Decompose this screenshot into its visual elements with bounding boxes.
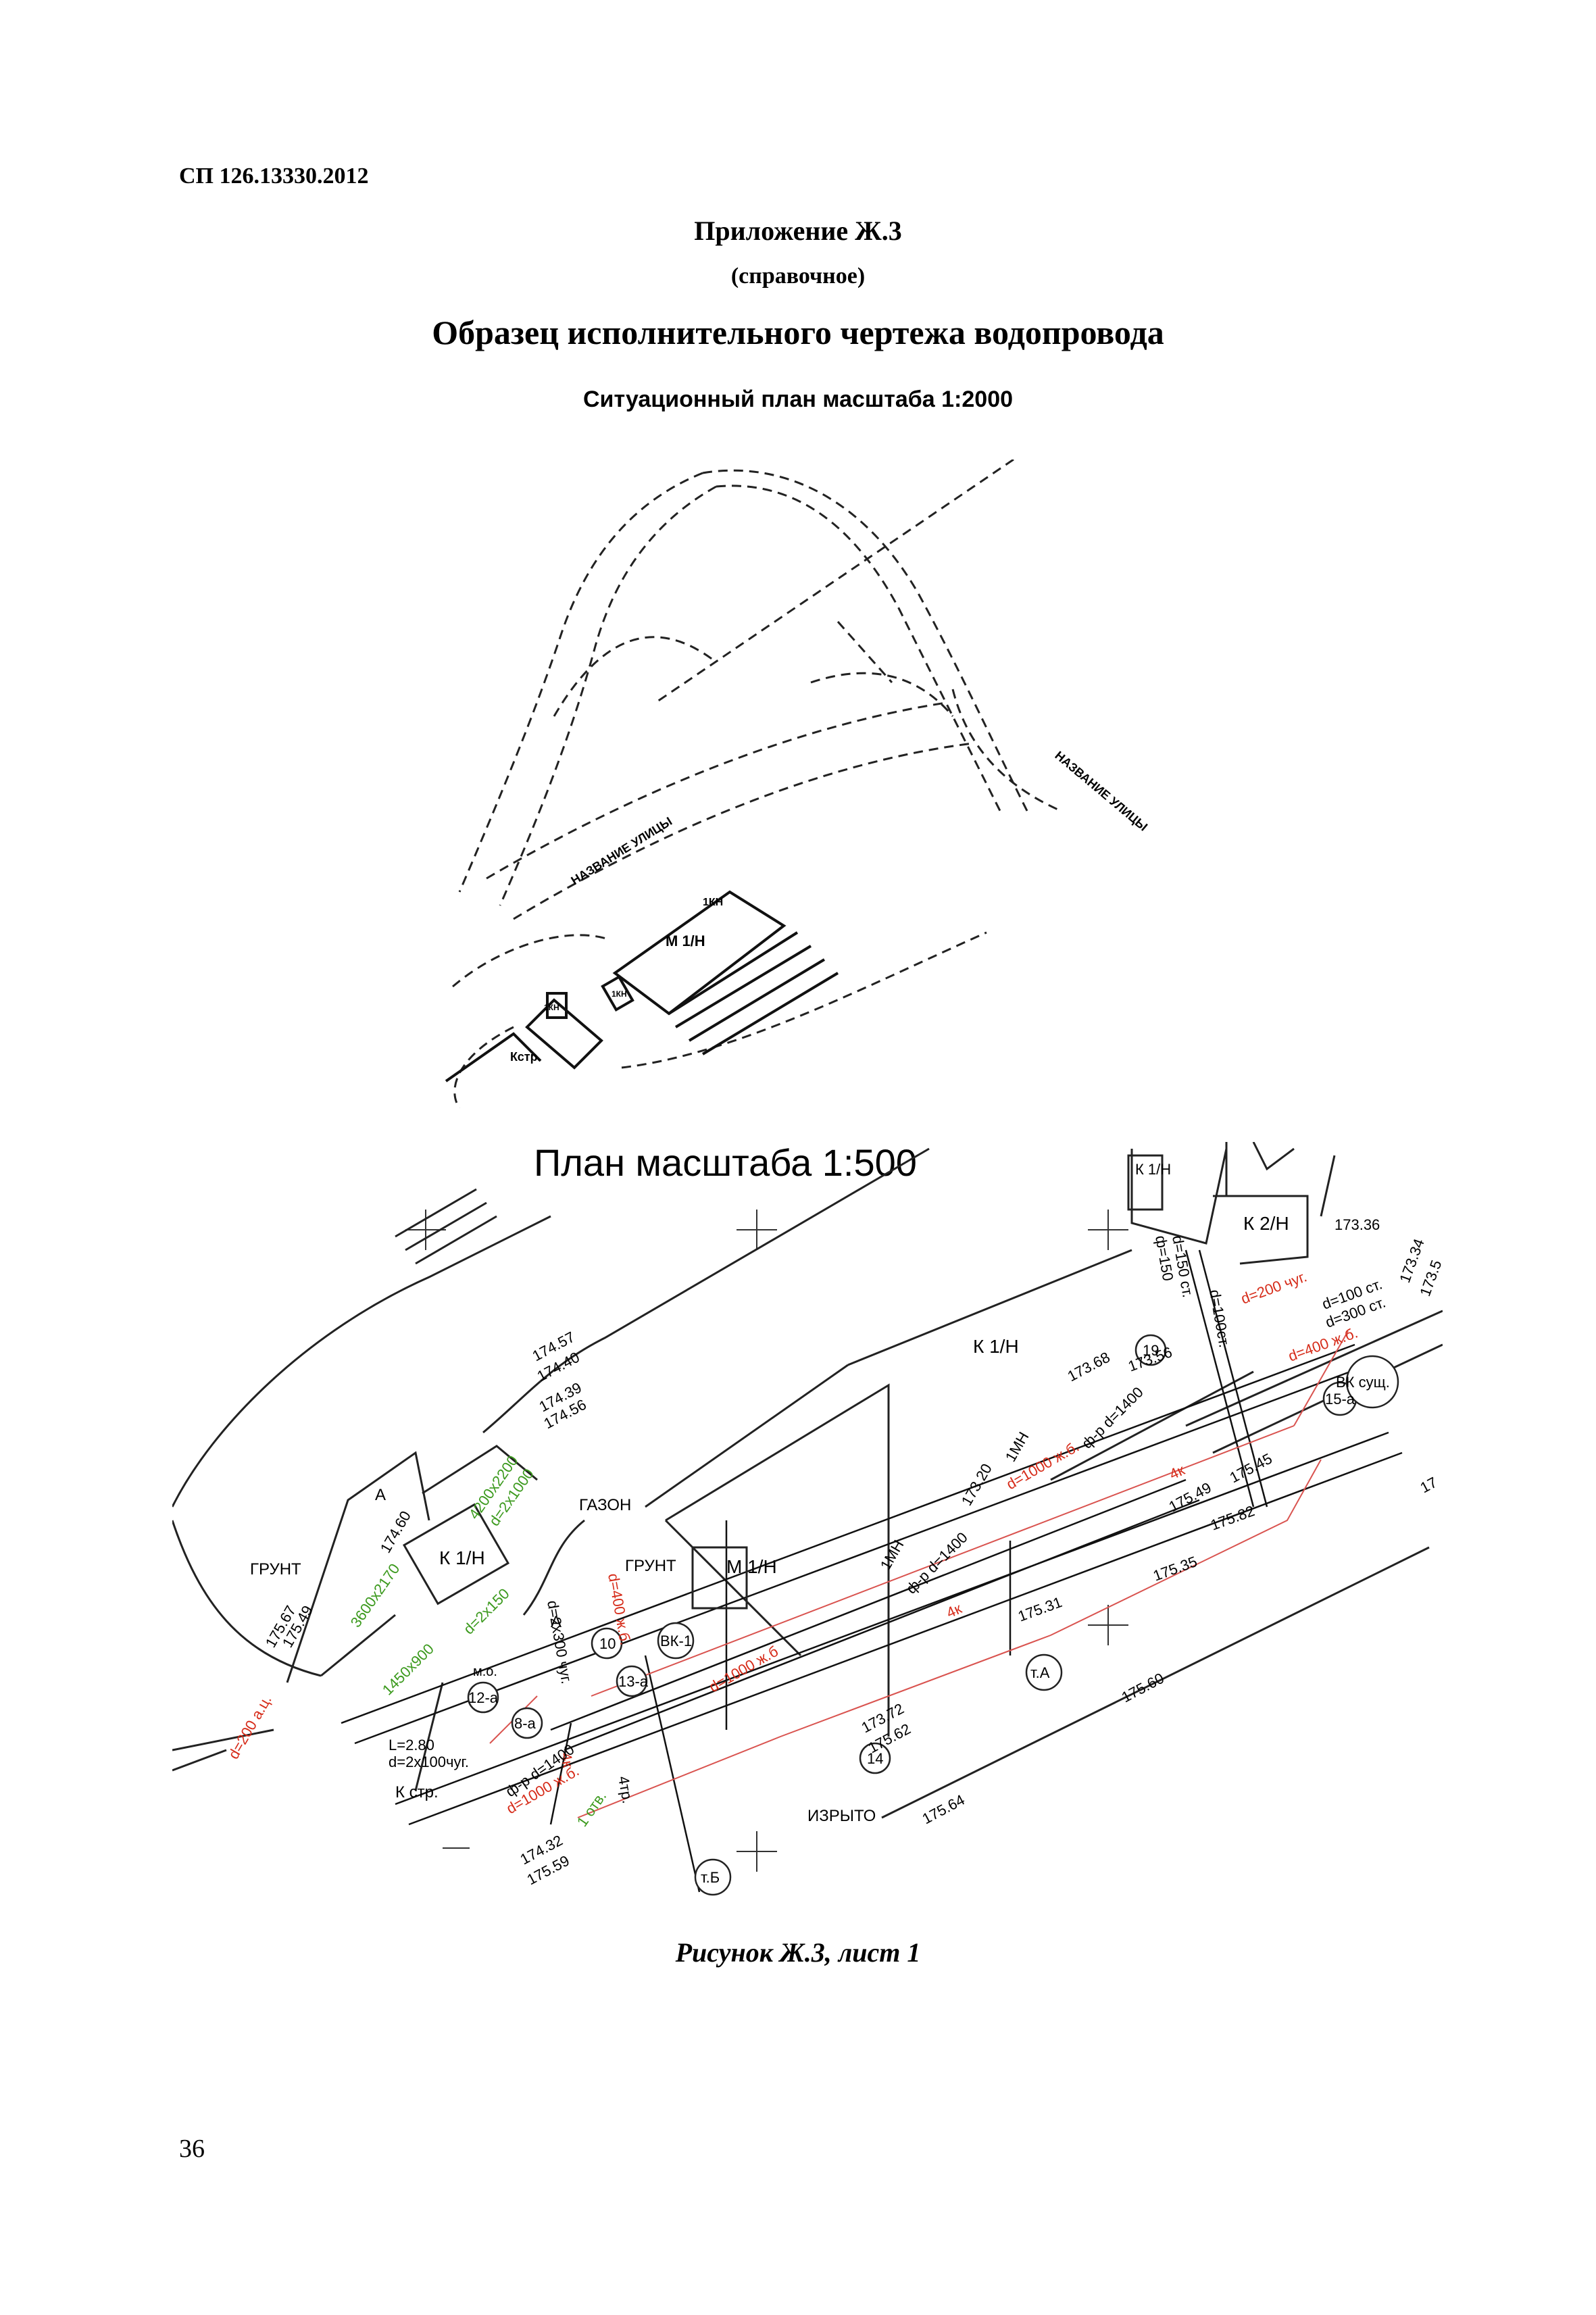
area-grunt-center: ГРУНТ <box>625 1557 676 1575</box>
street-label-2: НАЗВАНИЕ УЛИЦЫ <box>1052 749 1150 834</box>
building-k1-big: К 1/Н <box>973 1336 1019 1357</box>
well-14: 14 <box>867 1750 883 1767</box>
pipe-label: 1МН <box>1002 1429 1032 1465</box>
elevation: 173.5 <box>1416 1258 1443 1298</box>
detail-plan-drawing: 10 ВК-1 13-а 12-а 8-а 14 19 15-а ВК сущ.… <box>172 1142 1443 1896</box>
elevation: 175.60 <box>1119 1670 1167 1706</box>
figure-caption: Рисунок Ж.3, лист 1 <box>675 1937 921 1968</box>
building-m1: М 1/Н <box>726 1556 777 1577</box>
area-mo: м.о. <box>473 1664 497 1679</box>
elevation: 173.20 <box>958 1461 995 1509</box>
area-izryto: ИЗРЫТО <box>807 1807 876 1825</box>
green-note: 1 отв. <box>574 1788 610 1830</box>
well-12a: 12-а <box>468 1689 499 1706</box>
elevation: 175.31 <box>1016 1593 1064 1625</box>
page-title: Образец исполнительного чертежа водопров… <box>432 314 1164 351</box>
pipe-label: ф-р d=1400 <box>1078 1384 1147 1452</box>
building-k1-top: К 1/Н <box>1135 1161 1171 1178</box>
appendix-title: Приложение Ж.3 <box>694 216 902 246</box>
elevation: 175.82 <box>1208 1502 1257 1534</box>
situation-box-label-2: 1КН <box>612 989 627 999</box>
red-diameter: d=200 а.ц. <box>225 1692 275 1762</box>
well-vk-sush: ВК сущ. <box>1336 1374 1390 1391</box>
pipe-label: L=2.80 <box>389 1737 434 1753</box>
elevation: 175.45 <box>1227 1450 1275 1487</box>
well-13a: 13-а <box>618 1673 649 1690</box>
pipe-label: d=2х300 чуг. <box>544 1599 575 1686</box>
red-diameter: d=200 чуг. <box>1239 1268 1309 1307</box>
situation-building-label: М 1/Н <box>666 932 705 949</box>
area-gazon: ГАЗОН <box>579 1496 631 1514</box>
detail-plan-title: План масштаба 1:500 <box>534 1141 917 1184</box>
pipe-label: ф-р d=1400 <box>903 1529 971 1597</box>
appendix-reference-note: (справочное) <box>730 264 866 289</box>
well-19: 19 <box>1143 1342 1159 1359</box>
area-kstr: К стр. <box>395 1783 439 1801</box>
pipe-label: 4тр. <box>615 1775 637 1805</box>
pipe-label: 1МН <box>877 1537 907 1573</box>
well-10: 10 <box>599 1635 616 1652</box>
document-code: СП 126.13330.2012 <box>179 164 369 189</box>
elevation: 173.36 <box>1335 1216 1380 1233</box>
elevation: 174.60 <box>377 1508 414 1556</box>
point-tb: т.Б <box>701 1869 720 1886</box>
well-vk1: ВК-1 <box>660 1633 692 1649</box>
situation-kstr-label: Кстр. <box>510 1050 541 1064</box>
elevation: 173.68 <box>1065 1349 1113 1385</box>
situation-box-label-1: 1КН <box>544 1003 559 1012</box>
well-8a: 8-а <box>514 1715 537 1732</box>
area-grunt-left: ГРУНТ <box>250 1560 301 1578</box>
area-a-center: А <box>551 1613 562 1631</box>
green-dimension: 3600x2170 <box>347 1560 403 1631</box>
situation-plan-drawing: НАЗВАНИЕ УЛИЦЫ НАЗВАНИЕ УЛИЦЫ М 1/Н Кстр… <box>445 459 1150 1108</box>
red-marker: 4к <box>557 1751 576 1769</box>
elevation: 175.35 <box>1151 1553 1199 1585</box>
page-number: 36 <box>179 2135 205 2163</box>
red-diameter: d=400 ж.б. <box>1286 1324 1360 1364</box>
area-a-left: А <box>375 1486 386 1504</box>
building-k1-small: К 1/Н <box>439 1547 485 1568</box>
situation-plan-title: Ситуационный план масштаба 1:2000 <box>582 387 1014 412</box>
pipe-label: d=2x100чуг. <box>389 1753 469 1770</box>
point-ta: т.А <box>1030 1664 1050 1681</box>
building-k2-top: К 2/Н <box>1243 1213 1289 1234</box>
situation-tkn-label: 1КН <box>703 897 723 908</box>
elevation: 17 <box>1418 1474 1440 1497</box>
well-15a: 15-а <box>1325 1391 1355 1408</box>
green-diameter: d=2x150 <box>460 1585 513 1638</box>
